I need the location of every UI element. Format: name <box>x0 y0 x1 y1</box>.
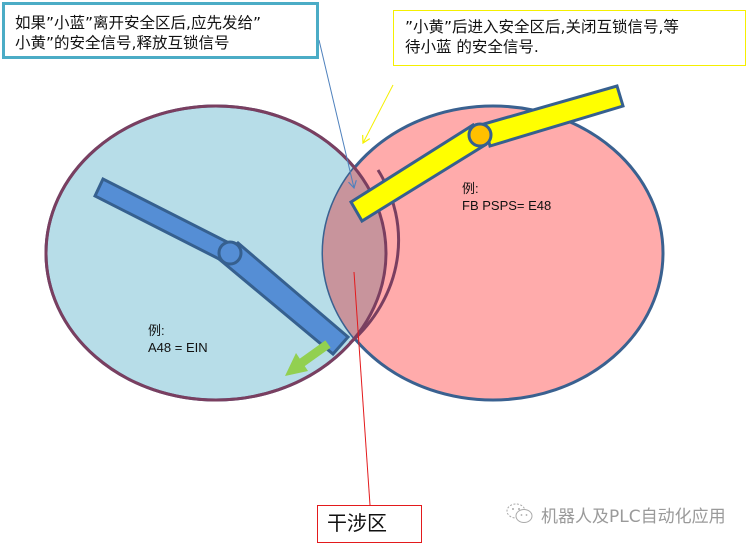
right-example-value: FB PSPS= E48 <box>462 198 552 213</box>
yellow-callout-line-2: 待小蓝 的安全信号. <box>405 38 539 56</box>
blue-callout-line-2: 小黄”的安全信号,释放互锁信号 <box>15 34 230 52</box>
yellow-robot-arm <box>348 84 625 224</box>
right-example-title: 例: <box>462 181 479 196</box>
yellow-callout-line-1: ”小黄”后进入安全区后,关闭互锁信号,等 <box>405 18 679 36</box>
left-example-title: 例: <box>148 323 165 338</box>
blue-callout-pointer <box>318 39 357 190</box>
blue-robot-arm <box>93 176 351 357</box>
watermark: 机器人及PLC自动化应用 <box>505 499 726 529</box>
interference-zone-label: 干涉区 <box>317 505 422 543</box>
motion-arrow-icon <box>285 340 331 376</box>
right-example-label: 例: FB PSPS= E48 <box>462 180 551 214</box>
yellow-callout-pointer <box>362 84 394 145</box>
left-example-value: A48 = EIN <box>148 340 208 355</box>
watermark-text: 机器人及PLC自动化应用 <box>541 506 726 527</box>
blue-callout-line-1: 如果”小蓝”离开安全区后,应先发给” <box>15 14 262 32</box>
yellow-robot-callout: ”小黄”后进入安全区后,关闭互锁信号,等 待小蓝 的安全信号. <box>393 10 746 66</box>
interference-pointer <box>353 271 371 506</box>
left-example-label: 例: A48 = EIN <box>148 322 208 356</box>
wechat-icon <box>506 503 533 523</box>
blue-robot-callout: 如果”小蓝”离开安全区后,应先发给” 小黄”的安全信号,释放互锁信号 <box>2 2 319 59</box>
